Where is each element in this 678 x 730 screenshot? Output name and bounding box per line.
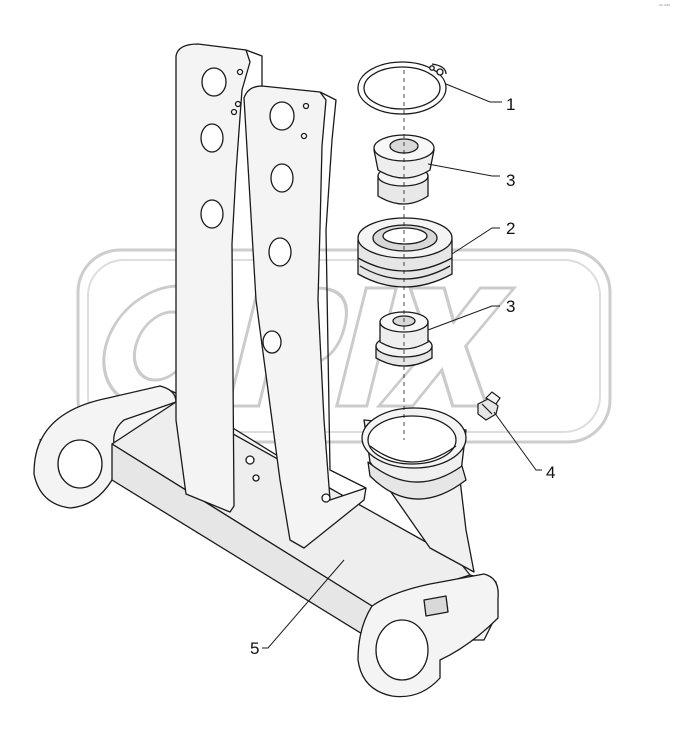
front-vertical-plate	[243, 85, 367, 549]
bearing-housing	[357, 217, 453, 288]
leader-lines	[262, 83, 542, 649]
right-eye-hole	[375, 619, 429, 681]
callout-4: 4	[546, 463, 555, 482]
corner-mark: ᵉᵖ ᵃᵃᵃ	[659, 3, 670, 9]
callout-1: 1	[506, 95, 515, 114]
callout-2: 2	[506, 219, 515, 238]
socket-ring-inner	[367, 415, 457, 465]
callout-5: 5	[250, 639, 259, 658]
left-eye-hole	[57, 439, 103, 489]
bracket-frame	[33, 43, 499, 698]
callout-3-upper: 3	[506, 171, 515, 190]
right-plate-lug	[423, 595, 449, 617]
callout-3-lower: 3	[506, 297, 515, 316]
retaining-ring	[357, 61, 447, 115]
rear-vertical-plate	[175, 43, 251, 513]
